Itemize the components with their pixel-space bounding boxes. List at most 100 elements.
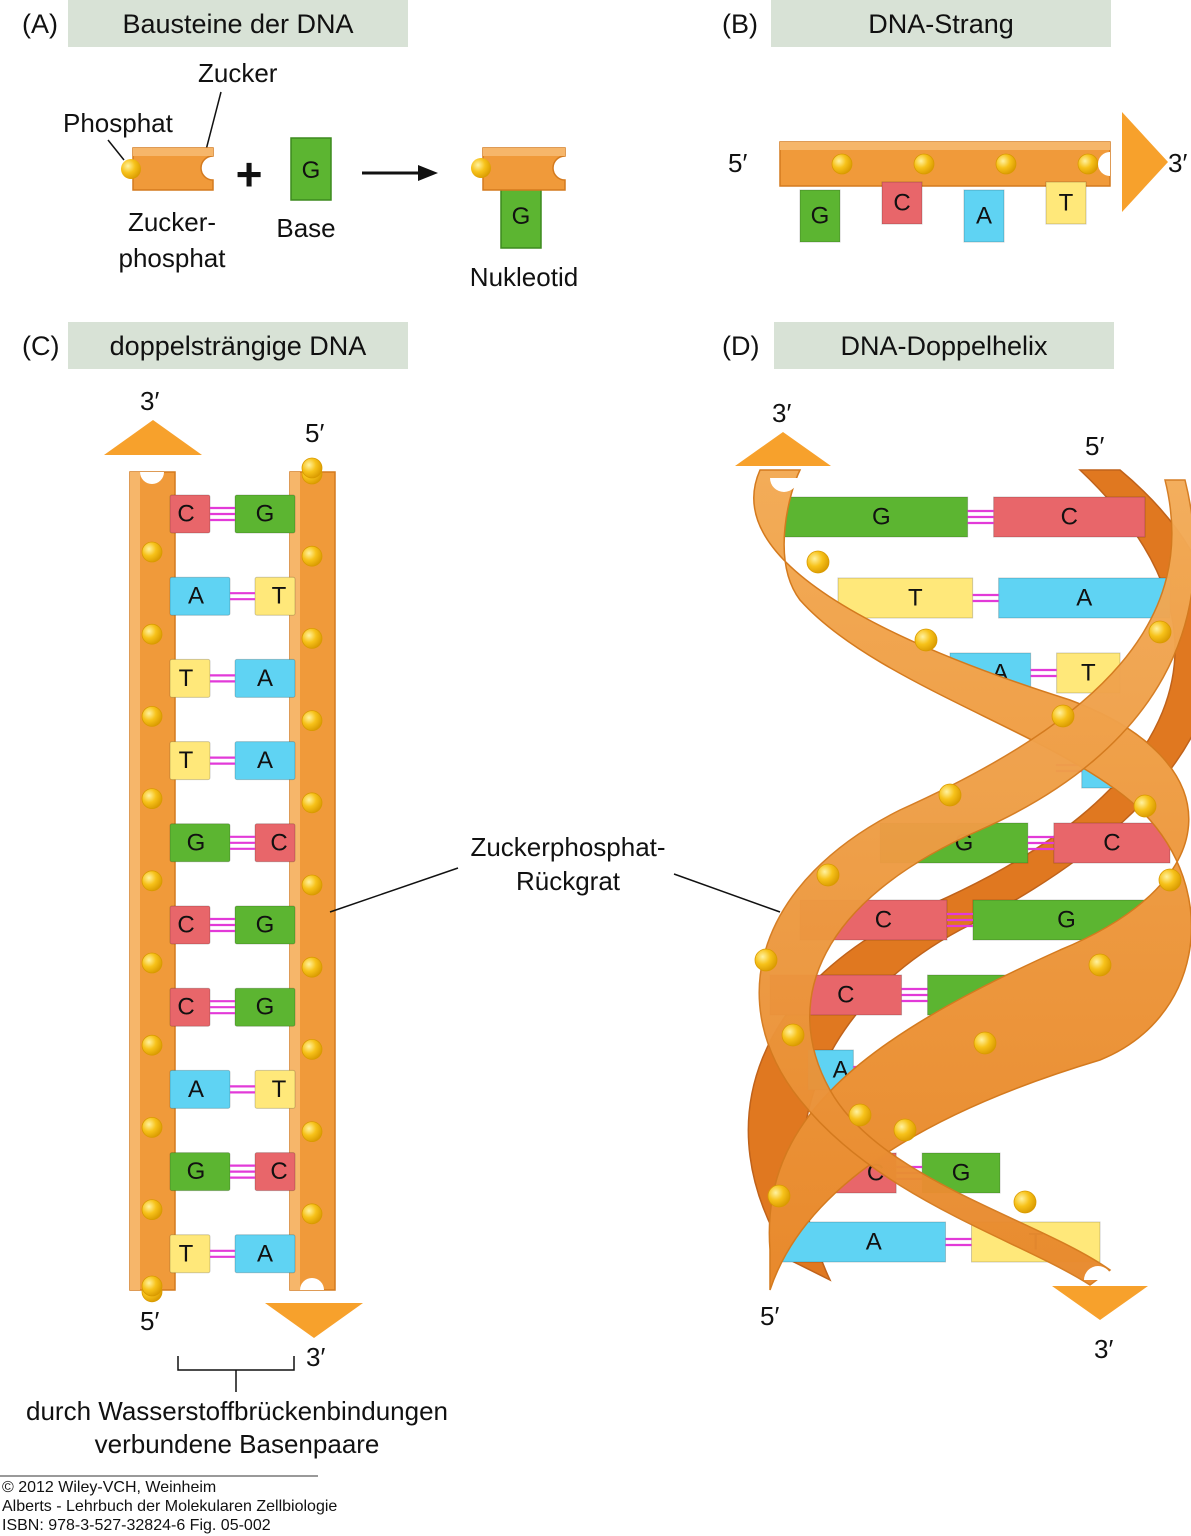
- d-bottom-left-end: 5′: [760, 1301, 779, 1331]
- c-top-right-end: 5′: [305, 418, 324, 448]
- reaction-arrow: [362, 165, 438, 181]
- panel-c-title-box: [68, 322, 408, 369]
- base-letter: A: [188, 583, 204, 610]
- panel-b-title-box: [771, 0, 1111, 47]
- right-phosphate: [301, 1203, 323, 1225]
- hydrogen-bonds: [210, 506, 235, 522]
- base-a: [169, 1069, 231, 1109]
- helix-base-letter: G: [1057, 907, 1076, 934]
- footer-book: Alberts - Lehrbuch der Molekularen Zellb…: [2, 1498, 337, 1515]
- base-label: Base: [276, 213, 335, 243]
- helix-hydrogen-bonds: [901, 987, 928, 1003]
- footer-copyright: © 2012 Wiley-VCH, Weinheim: [2, 1479, 216, 1496]
- c-top-arrow: [104, 420, 202, 455]
- helix-base-letter: C: [1061, 504, 1078, 531]
- left-backbone-highlight: [130, 472, 140, 1290]
- base-letter: G: [187, 829, 206, 856]
- helix-base-c: [1053, 822, 1171, 864]
- bracket-label-1: durch Wasserstoffbrückenbindungen: [26, 1396, 448, 1426]
- footer: © 2012 Wiley-VCH, Weinheim Alberts - Leh…: [0, 1475, 337, 1534]
- bracket-label-2: verbundene Basenpaare: [95, 1429, 380, 1459]
- footer-isbn: ISBN: 978-3-527-32824-6 Fig. 05-002: [2, 1517, 271, 1534]
- d-top-left-end: 3′: [772, 398, 791, 428]
- hydrogen-bonds: [210, 674, 235, 683]
- double-helix: GCTAATAGCCGCGACGAT: [747, 469, 1191, 1291]
- helix-phosphate: [1088, 953, 1112, 977]
- base-t: [169, 741, 211, 781]
- nucleotide-letter: G: [512, 203, 531, 230]
- left-phosphate: [141, 1199, 163, 1220]
- strand-base-letter: A: [976, 203, 992, 230]
- helix-phosphate: [914, 628, 938, 652]
- helix-phosphate: [781, 1023, 805, 1047]
- helix-base-a: [781, 1221, 947, 1263]
- strand-base-g: [799, 189, 841, 243]
- helix-base-letter: A: [866, 1229, 882, 1256]
- hydrogen-bonds: [210, 756, 235, 765]
- sugar-pointer: [205, 91, 222, 151]
- left-phosphate: [141, 541, 163, 563]
- helix-phosphate: [1051, 704, 1075, 728]
- base-letter: C: [177, 912, 194, 939]
- d-top-arrow: [735, 432, 831, 466]
- helix-base-letter: T: [1081, 660, 1096, 687]
- base-letter: G: [256, 501, 275, 528]
- hydrogen-bonds: [210, 917, 235, 933]
- left-phosphate: [141, 870, 163, 892]
- helix-hydrogen-bonds: [967, 509, 994, 525]
- base-letter: C: [270, 829, 287, 856]
- hydrogen-bonds: [230, 835, 255, 850]
- panel-a-title: Bausteine der DNA: [122, 9, 353, 39]
- helix-hydrogen-bonds: [972, 593, 999, 603]
- panel-c-letter: (C): [22, 331, 59, 361]
- helix-bottom-notch: [1084, 1266, 1112, 1280]
- d-bottom-arrow: [1052, 1286, 1148, 1320]
- helix-phosphate: [1148, 620, 1172, 644]
- helix-phosphate: [806, 550, 830, 574]
- left-phosphate: [141, 706, 163, 727]
- backbone-pointer-right: [673, 873, 781, 913]
- c-bottom-right-end: 3′: [306, 1342, 325, 1372]
- sugar-label: Zucker: [198, 58, 278, 88]
- base-letter: C: [177, 501, 194, 528]
- strand-three-prime: 3′: [1168, 148, 1187, 178]
- helix-hydrogen-bonds: [1030, 668, 1057, 678]
- panel-d-header: (D) DNA-Doppelhelix: [722, 322, 1114, 369]
- strand-phosphate: [913, 153, 935, 175]
- base-pair-bracket: [177, 1356, 295, 1392]
- helix-phosphate: [767, 1184, 791, 1208]
- helix-base-letter: C: [875, 907, 892, 934]
- right-backbone-highlight: [290, 472, 300, 1290]
- right-phosphate: [301, 956, 323, 978]
- helix-phosphate: [893, 1118, 917, 1142]
- panel-d-title: DNA-Doppelhelix: [840, 331, 1048, 361]
- nucleotide-label: Nukleotid: [470, 262, 578, 292]
- base-letter: T: [179, 747, 194, 774]
- base-t: [169, 658, 211, 698]
- helix-base-a: [998, 577, 1171, 619]
- left-phosphate: [141, 1034, 163, 1056]
- right-phosphate: [301, 792, 323, 814]
- c-bottom-arrow: [265, 1303, 363, 1338]
- panel-b-header: (B) DNA-Strang: [722, 0, 1111, 47]
- helix-top-notch: [770, 478, 798, 492]
- right-phosphate: [301, 628, 323, 649]
- left-phosphate: [141, 952, 163, 974]
- helix-phosphate: [1158, 868, 1182, 892]
- strand-phosphate: [1077, 153, 1099, 175]
- backbone-callout: Zuckerphosphat- Rückgrat: [329, 832, 781, 913]
- strand-phosphate: [831, 153, 853, 175]
- hydrogen-bonds: [210, 1249, 235, 1258]
- left-top-notch: [140, 472, 164, 484]
- backbone-label-2: Rückgrat: [516, 866, 621, 896]
- right-phosphate: [301, 545, 323, 567]
